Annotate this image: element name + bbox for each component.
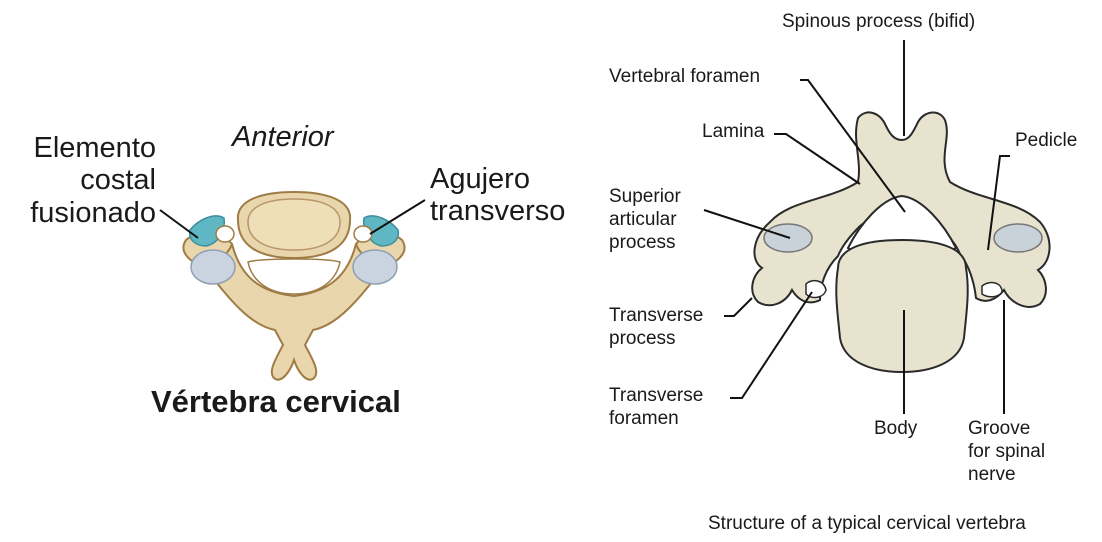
label-transverse-foramen: Transverse foramen [609,385,703,431]
right-vertebral-body [836,240,967,372]
label-pedicle: Pedicle [1015,130,1077,153]
label-transverse-process: Transverse process [609,305,703,351]
right-figure-caption: Structure of a typical cervical vertebra [708,513,1026,536]
label-superior-articular-process: Superior articular process [609,186,681,254]
label-vertebral-foramen: Vertebral foramen [609,66,760,89]
leader-transverse-process [724,298,752,316]
label-body: Body [874,418,917,441]
label-lamina: Lamina [702,121,764,144]
right-transverse-foramen-right [982,283,1002,297]
right-superior-articular-facet-right [994,224,1042,252]
label-groove-spinal-nerve: Groove for spinal nerve [968,418,1045,486]
label-spinous-process: Spinous process (bifid) [782,11,975,34]
leader-lamina [774,134,860,184]
